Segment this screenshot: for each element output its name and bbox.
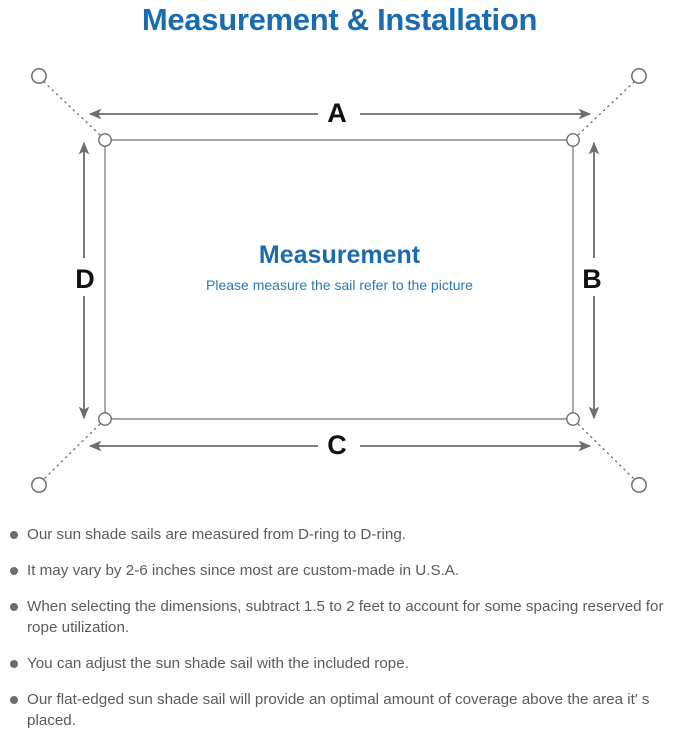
d-ring-top-right-icon bbox=[566, 133, 580, 147]
bullet-icon bbox=[10, 531, 18, 539]
list-item-text: When selecting the dimensions, subtract … bbox=[27, 598, 664, 636]
anchor-bottom-left-icon bbox=[31, 477, 47, 493]
rope-line-top-left bbox=[43, 81, 101, 136]
list-item-text: It may vary by 2-6 inches since most are… bbox=[27, 562, 460, 579]
dimension-label-c: C bbox=[320, 432, 354, 459]
notes-list: Our sun shade sails are measured from D-… bbox=[0, 524, 679, 746]
bullet-icon bbox=[10, 603, 18, 611]
measurement-diagram bbox=[31, 68, 647, 493]
bullet-icon bbox=[10, 567, 18, 575]
list-item-text: You can adjust the sun shade sail with t… bbox=[27, 655, 409, 672]
list-item: Our flat-edged sun shade sail will provi… bbox=[0, 689, 679, 731]
bullet-icon bbox=[10, 660, 18, 668]
d-ring-bottom-left-icon bbox=[98, 412, 112, 426]
anchor-bottom-right-icon bbox=[631, 477, 647, 493]
dimension-label-b: B bbox=[575, 266, 609, 293]
list-item-text: Our sun shade sails are measured from D-… bbox=[27, 526, 406, 543]
d-ring-bottom-right-icon bbox=[566, 412, 580, 426]
list-item: It may vary by 2-6 inches since most are… bbox=[0, 560, 679, 581]
rope-line-top-right bbox=[577, 81, 635, 136]
page-title: Measurement & Installation bbox=[141, 2, 538, 37]
list-item: You can adjust the sun shade sail with t… bbox=[0, 653, 679, 674]
bullet-icon bbox=[10, 696, 18, 704]
d-ring-top-left-icon bbox=[98, 133, 112, 147]
dimension-label-d: D bbox=[68, 266, 102, 293]
list-item: When selecting the dimensions, subtract … bbox=[0, 596, 679, 638]
dimension-label-a: A bbox=[320, 100, 354, 127]
list-item: Our sun shade sails are measured from D-… bbox=[0, 524, 679, 545]
anchor-top-left-icon bbox=[31, 68, 47, 84]
anchor-top-right-icon bbox=[631, 68, 647, 84]
rope-line-bottom-right bbox=[577, 423, 635, 480]
list-item-text: Our flat-edged sun shade sail will provi… bbox=[27, 691, 650, 729]
rope-line-bottom-left bbox=[43, 423, 101, 480]
shade-sail-rectangle bbox=[104, 139, 574, 420]
